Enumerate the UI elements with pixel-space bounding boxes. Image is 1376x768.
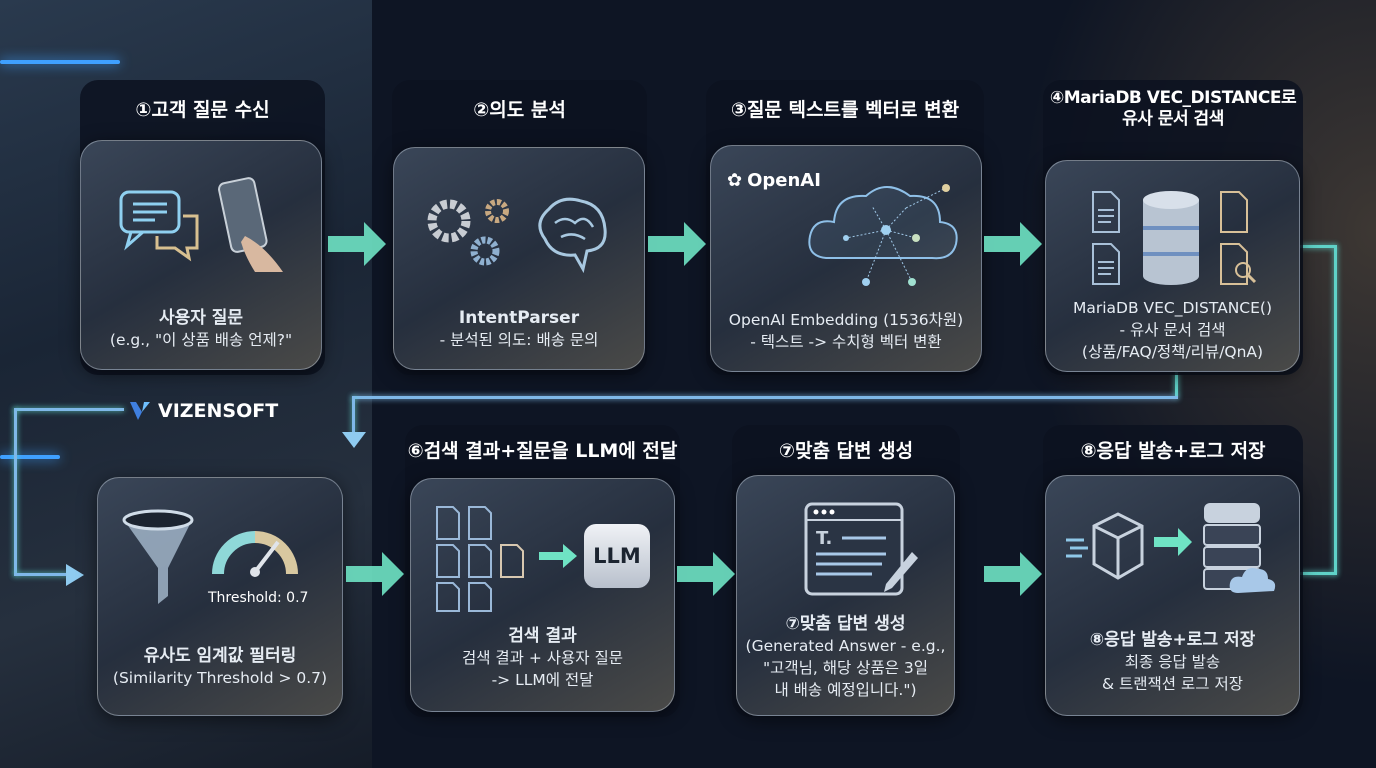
step-1-card: 사용자 질문 (e.g., "이 상품 배송 언제?" [80, 140, 322, 370]
step-icons [81, 161, 321, 291]
vizensoft-logo-icon [130, 402, 150, 420]
connector-line [14, 408, 124, 411]
arrow-right-icon [1154, 528, 1192, 556]
documents-icon [436, 506, 524, 612]
step-line: "고객님, 해당 상품은 3일 [762, 659, 929, 677]
text-editor-icon: T. [804, 502, 918, 596]
step-3-card: ✿OpenAI OpenAI Embedding (1536차원) - 텍스트 -… [710, 145, 982, 372]
connector-line [352, 396, 355, 434]
step-line: (Generated Answer - e.g., [745, 637, 946, 655]
logo-text: VIZENSOFT [158, 400, 279, 422]
chat-bubble-icon [119, 190, 199, 262]
step-line: (Similarity Threshold > 0.7) [112, 669, 328, 687]
document-icon [1091, 191, 1120, 285]
openai-logo-icon: ✿ [727, 170, 743, 191]
flow-arrow-icon [346, 552, 404, 596]
arrow-down-icon [342, 432, 366, 448]
flow-arrow-icon [328, 222, 386, 266]
openai-label: OpenAI [747, 170, 821, 191]
database-icon [1142, 191, 1199, 285]
step-icons [1046, 173, 1299, 303]
step-heading: IntentParser [458, 308, 580, 328]
flow-arrow-icon [984, 552, 1042, 596]
step-line: - 분석된 의도: 배송 문의 [439, 331, 599, 349]
arrow-right-icon [66, 564, 84, 586]
step-line: OpenAI Embedding (1536차원) [728, 311, 964, 329]
connector-line [1175, 372, 1178, 398]
llm-box-icon: LLM [584, 524, 650, 588]
step-line: 최종 응답 발송 [1124, 653, 1221, 671]
step-description: OpenAI Embedding (1536차원) - 텍스트 -> 수치형 벡터… [717, 309, 975, 353]
step-title: ⑦맞춤 답변 생성 [778, 440, 914, 462]
step-line: -> LLM에 전달 [491, 671, 594, 689]
connector-line [1300, 245, 1336, 248]
step-line: (e.g., "이 상품 배송 언제?" [109, 331, 293, 349]
vizensoft-logo: VIZENSOFT [128, 400, 278, 422]
step-title: ④MariaDB VEC_DISTANCE로 유사 문서 검색 [1049, 88, 1297, 129]
step-line: - 텍스트 -> 수치형 벡터 변환 [750, 333, 942, 351]
background-light [0, 60, 120, 64]
arrow-right-icon [539, 544, 577, 568]
flow-arrow-icon [677, 552, 735, 596]
connector-line [14, 573, 69, 576]
step-heading: 검색 결과 [508, 626, 577, 646]
brain-icon [538, 197, 607, 273]
threshold-label: Threshold: 0.7 [208, 590, 309, 606]
step-icons [394, 168, 644, 298]
step-2-card: IntentParser - 분석된 의도: 배송 문의 [393, 147, 645, 370]
funnel-icon [122, 509, 194, 604]
document-search-icon [1219, 191, 1256, 285]
step-4-card: MariaDB VEC_DISTANCE() - 유사 문서 검색 (상품/FAQ/… [1045, 160, 1300, 372]
step-description: 사용자 질문 (e.g., "이 상품 배송 언제?" [87, 307, 315, 351]
server-cloud-icon [1203, 503, 1276, 593]
flow-arrow-icon [648, 222, 706, 266]
step-title: ⑥검색 결과+질문을 LLM에 전달 [407, 440, 678, 462]
connector-line [1334, 245, 1337, 575]
step-line: 검색 결과 + 사용자 질문 [461, 649, 624, 667]
step-line: - 유사 문서 검색 [1119, 321, 1226, 339]
step-7-card: T. ⑦맞춤 답변 생성 (Generated Answer - e.g., "고객… [736, 475, 955, 716]
step-description: MariaDB VEC_DISTANCE() - 유사 문서 검색 (상품/FAQ/… [1052, 297, 1293, 363]
smartphone-icon [218, 177, 283, 272]
step-heading: 사용자 질문 [158, 308, 244, 328]
connector-line [1300, 572, 1336, 575]
step-heading: ⑦맞춤 답변 생성 [785, 614, 906, 634]
step-line: (상품/FAQ/정책/리뷰/QnA) [1081, 343, 1264, 361]
step-line: & 트랜잭션 로그 저장 [1102, 675, 1243, 693]
gauge-icon [212, 531, 298, 577]
step-title: ③질문 텍스트를 벡터로 변환 [730, 99, 960, 121]
svg-text:T.: T. [816, 528, 832, 549]
neural-cloud-icon [808, 184, 958, 286]
package-icon [1066, 512, 1144, 580]
step-title: ②의도 분석 [473, 99, 566, 121]
flow-arrow-icon [984, 222, 1042, 266]
background-light [0, 455, 60, 459]
step-description: ⑦맞춤 답변 생성 (Generated Answer - e.g., "고객님, … [743, 613, 948, 701]
pencil-icon [884, 552, 918, 592]
openai-brand: ✿OpenAI [727, 170, 821, 191]
gears-icon [427, 199, 509, 266]
step-line: 내 배송 예정입니다.") [774, 681, 917, 699]
step-description: IntentParser - 분석된 의도: 배송 문의 [400, 307, 638, 351]
step-heading: 유사도 임계값 필터링 [143, 646, 297, 666]
step-title: ⑧응답 발송+로그 저장 [1080, 440, 1266, 462]
step-description: 유사도 임계값 필터링 (Similarity Threshold > 0.7) [104, 645, 336, 689]
step-heading: ⑧응답 발송+로그 저장 [1089, 630, 1256, 650]
step-5-card: Threshold: 0.7 유사도 임계값 필터링 (Similarity Th… [97, 477, 343, 716]
step-line: MariaDB VEC_DISTANCE() [1072, 299, 1273, 317]
connector-line [352, 396, 1178, 399]
step-title: ①고객 질문 수신 [135, 99, 270, 121]
connector-line [14, 408, 17, 576]
